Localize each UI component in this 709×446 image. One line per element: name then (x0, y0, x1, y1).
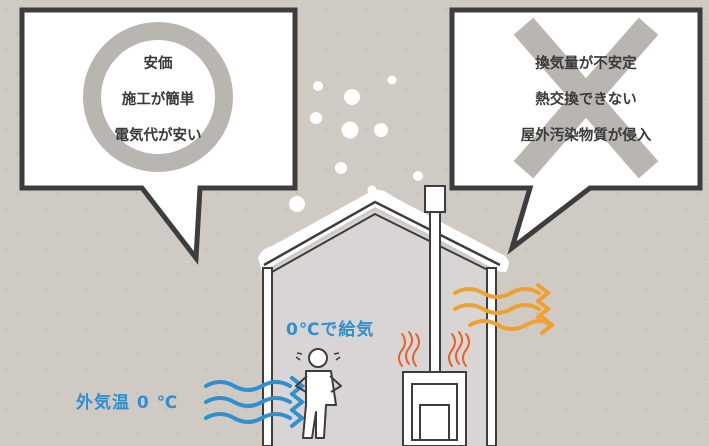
heat-waves (398, 331, 470, 367)
chimney (424, 185, 446, 213)
pros-line-3: 電気代が安い (114, 128, 202, 144)
cons-line-3: 屋外汚染物質が侵入 (520, 128, 652, 144)
pros-line-1: 安価 (143, 56, 173, 72)
snow-dots (289, 75, 423, 212)
outside-temp-label: 外気温 0 ℃ (76, 393, 179, 413)
warm-air-arrows (453, 283, 556, 335)
circle-mark-icon (83, 22, 233, 172)
cross-mark-icon (513, 17, 659, 179)
intake-temp-label: 0℃で給気 (286, 320, 375, 340)
pros-line-2: 施工が簡単 (121, 92, 195, 108)
stove (402, 371, 467, 446)
person-shivering-icon (295, 348, 342, 439)
cons-line-2: 熱交換できない (535, 92, 637, 108)
cold-air-arrows (204, 376, 306, 428)
cons-line-1: 換気量が不安定 (535, 56, 637, 72)
